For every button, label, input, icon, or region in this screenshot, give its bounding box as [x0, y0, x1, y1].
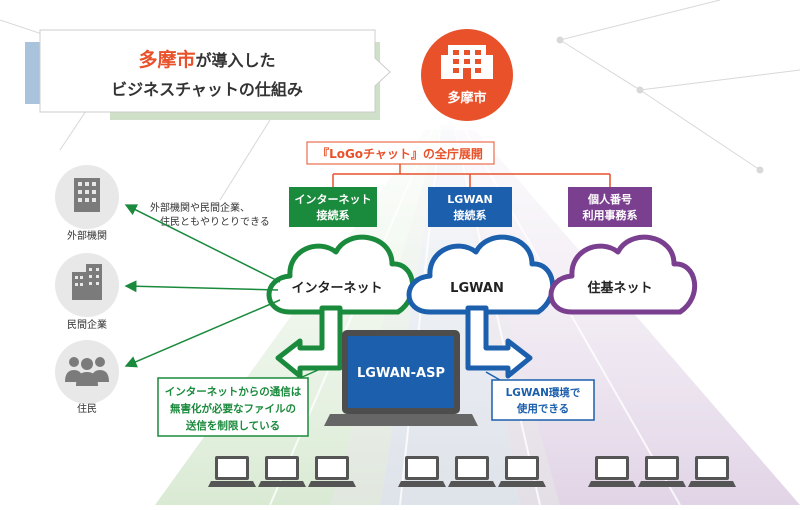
note-lgwan: LGWAN環境で 使用できる — [485, 371, 595, 421]
external-entity-company-label: 民間企業 — [67, 318, 107, 331]
title-line1-rest: が導入した — [196, 51, 276, 70]
terminal-laptop-icon — [638, 456, 686, 487]
terminal-laptop-icon — [308, 456, 356, 487]
network-tag-internet: インターネット 接続系 — [289, 187, 377, 227]
tag-lgwan-line2: 接続系 — [454, 208, 487, 222]
external-entity-residents: 住民 — [55, 340, 119, 415]
deployment-banner: 『LoGoチャット』の全庁展開 — [306, 141, 611, 187]
company-building-icon — [72, 264, 102, 300]
tag-mynumber-line2: 利用事務系 — [583, 208, 638, 222]
terminal-laptop-icon — [448, 456, 496, 487]
city-hall-label: 多摩市 — [447, 90, 486, 106]
cloud-lgwan: LGWAN — [406, 234, 556, 315]
note-lgwan-line1: LGWAN環境で — [506, 386, 581, 399]
title-line2: ビジネスチャットの仕組み — [111, 80, 303, 99]
residents-icon — [65, 357, 109, 386]
external-entity-company: 民間企業 — [55, 253, 119, 331]
external-caption-line2: 住民ともやりとりできる — [160, 215, 270, 228]
svg-text:多摩市が導入した: 多摩市が導入した — [138, 48, 275, 71]
note-internet-line1: インターネットからの通信は — [165, 385, 302, 398]
arrow-lgwan-to-asp — [465, 305, 533, 379]
tag-internet-line2: 接続系 — [317, 208, 350, 222]
asp-label: LGWAN-ASP — [357, 366, 445, 381]
cloud-jukinet-label: 住基ネット — [587, 280, 652, 296]
external-entity-agency-label: 外部機関 — [67, 229, 107, 242]
city-hall-node: 多摩市 — [421, 29, 513, 121]
note-internet-line3: 送信を制限している — [185, 419, 280, 432]
tag-mynumber-line1: 個人番号 — [587, 192, 632, 206]
note-internet: インターネットからの通信は 無害化が必要なファイルの 送信を制限している — [157, 369, 319, 437]
terminal-laptop-icon — [498, 456, 546, 487]
terminal-laptop-icon — [208, 456, 256, 487]
external-connection-arrows — [124, 204, 281, 368]
terminal-laptop-icon — [398, 456, 446, 487]
tag-internet-line1: インターネット — [295, 193, 372, 206]
tag-lgwan-line1: LGWAN — [447, 193, 492, 206]
terminal-laptop-icon — [688, 456, 736, 487]
cloud-internet: インターネット — [266, 234, 416, 315]
external-caption: 外部機関や民間企業、 住民ともやりとりできる — [150, 201, 270, 228]
deployment-label: 『LoGoチャット』の全庁展開 — [317, 146, 483, 161]
asp-laptop: LGWAN-ASP — [324, 330, 478, 426]
cloud-lgwan-label: LGWAN — [450, 281, 504, 296]
cloud-jukinet: 住基ネット — [548, 234, 698, 315]
cloud-internet-label: インターネット — [291, 281, 382, 296]
note-internet-line2: 無害化が必要なファイルの — [170, 402, 296, 415]
note-lgwan-line2: 使用できる — [516, 402, 569, 415]
city-hall-building-icon — [441, 45, 493, 79]
external-caption-line1: 外部機関や民間企業、 — [150, 201, 250, 214]
office-building-icon — [74, 178, 100, 212]
arrow-internet-to-asp — [275, 305, 343, 379]
network-tag-lgwan: LGWAN 接続系 — [428, 187, 512, 227]
external-entity-residents-label: 住民 — [77, 402, 97, 415]
title-panel: 多摩市が導入した ビジネスチャットの仕組み — [25, 29, 391, 120]
network-tag-mynumber: 個人番号 利用事務系 — [568, 187, 652, 227]
title-city: 多摩市 — [138, 48, 195, 71]
terminal-laptop-icon — [258, 456, 306, 487]
terminal-row — [208, 456, 736, 487]
external-entity-agency: 外部機関 — [55, 165, 119, 242]
terminal-laptop-icon — [588, 456, 636, 487]
